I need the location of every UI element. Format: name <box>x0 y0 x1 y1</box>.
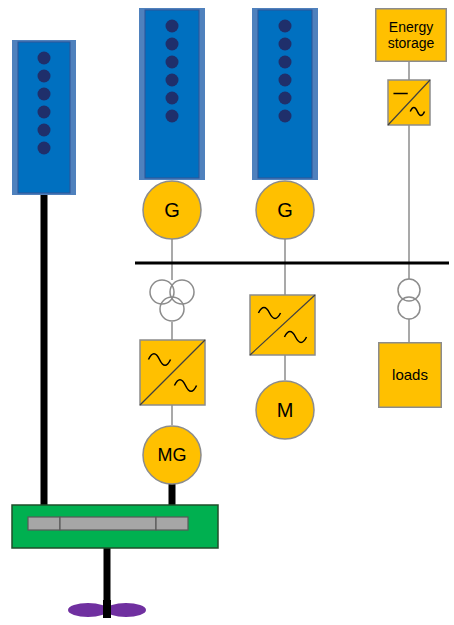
converter-box <box>250 295 315 355</box>
cylinder <box>38 70 51 83</box>
cylinder <box>166 92 179 105</box>
engine-frame <box>139 8 205 180</box>
wire <box>408 319 410 342</box>
ac-symbol <box>148 354 170 366</box>
cylinder <box>166 20 179 33</box>
converter-diagonal <box>388 80 430 125</box>
wire <box>171 322 173 340</box>
engine-block <box>145 10 199 178</box>
circle-fill <box>143 426 201 484</box>
circle-fill <box>256 381 314 439</box>
propeller <box>68 600 146 618</box>
wire <box>284 355 286 380</box>
propeller-hub <box>103 600 111 618</box>
ac-symbol <box>284 332 306 343</box>
motor-generator-circle: MG <box>142 425 202 485</box>
loads-box: loads <box>378 342 442 408</box>
motor-circle: M <box>255 380 315 440</box>
cylinder <box>279 92 292 105</box>
cylinder <box>279 56 292 69</box>
converter-box <box>140 340 205 405</box>
engine <box>12 40 76 195</box>
node-label: Energy storage <box>378 19 444 51</box>
dc-symbol <box>393 93 407 95</box>
gearbox <box>12 505 218 548</box>
converter-box <box>388 80 430 125</box>
electrical-wires <box>172 62 409 425</box>
winding <box>170 280 194 304</box>
ac-symbol <box>410 107 424 115</box>
wire <box>171 405 173 425</box>
engines <box>12 8 318 195</box>
converter-diagonal <box>250 295 315 355</box>
propeller-blade <box>106 603 146 617</box>
cylinder <box>38 88 51 101</box>
gearbox-housing <box>12 505 218 548</box>
two-winding-transformer <box>398 279 420 319</box>
winding <box>398 297 420 319</box>
cylinder <box>279 74 292 87</box>
wire <box>408 125 410 279</box>
gear <box>156 517 188 530</box>
engine-shaft <box>41 190 48 520</box>
winding <box>160 297 184 321</box>
node-label: G <box>164 199 180 222</box>
wire <box>171 263 173 280</box>
engine-frame <box>252 8 318 180</box>
wire <box>408 62 410 80</box>
main-bus <box>135 262 449 265</box>
node-label: G <box>277 199 293 222</box>
cylinder <box>38 142 51 155</box>
engine <box>252 8 318 180</box>
cylinder <box>279 38 292 51</box>
cylinder <box>279 110 292 123</box>
node-label: MG <box>158 445 187 466</box>
wire <box>171 238 173 263</box>
cylinder <box>166 74 179 87</box>
engine <box>139 8 205 180</box>
power-converter <box>250 295 315 355</box>
ac-symbol <box>258 308 280 319</box>
propeller-shaft <box>104 540 111 606</box>
circle-fill <box>256 181 314 239</box>
engine-block <box>18 42 70 193</box>
three-winding-transformer <box>150 280 194 321</box>
circle-fill <box>143 181 201 239</box>
node-label: M <box>277 399 294 422</box>
wire <box>284 238 286 295</box>
generator-circle: G <box>255 180 315 240</box>
cylinder <box>166 110 179 123</box>
cylinder <box>279 20 292 33</box>
engine-frame <box>12 40 76 195</box>
power-converter <box>388 80 430 125</box>
cylinder <box>166 56 179 69</box>
energy-storage-box: Energy storage <box>375 8 447 62</box>
generator-circle: G <box>142 180 202 240</box>
converter-diagonal <box>140 340 205 405</box>
box-fill <box>379 343 442 408</box>
propeller-blade <box>68 603 108 617</box>
node-label: loads <box>392 366 428 383</box>
engine-block <box>258 10 312 178</box>
cylinder <box>38 124 51 137</box>
cylinder <box>166 38 179 51</box>
box-fill <box>376 9 447 62</box>
gear <box>60 517 156 530</box>
cylinder <box>38 52 51 65</box>
cylinder <box>38 106 51 119</box>
ac-symbol <box>174 380 196 392</box>
gear <box>28 517 60 530</box>
power-converter <box>140 340 205 405</box>
